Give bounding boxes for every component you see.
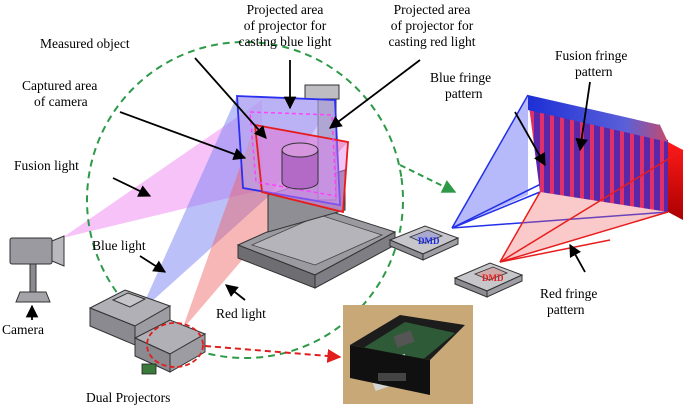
camera-icon	[9, 235, 65, 303]
red-fringe-side	[668, 142, 683, 220]
label-dual-projectors: Dual Projectors	[86, 390, 170, 405]
red-dashed-arrow	[204, 345, 342, 363]
green-dashed-arrow	[399, 164, 457, 193]
projector-highlight	[146, 322, 204, 368]
label-fusion-fringe-2: pattern	[575, 64, 613, 79]
label-fusion-light: Fusion light	[14, 158, 79, 173]
label-blue-light: Blue light	[92, 238, 146, 253]
blue-fringe-top	[528, 95, 668, 142]
label-blue-fringe-1: Blue fringe	[430, 70, 491, 85]
dmd-red-label: DMD	[482, 273, 504, 283]
label-proj-blue-2: of projector for	[244, 18, 327, 33]
label-proj-red-2: of projector for	[391, 18, 474, 33]
fusion-light-cone	[62, 100, 262, 238]
captured-area	[249, 111, 337, 197]
label-measured-object: Measured object	[40, 36, 130, 51]
label-blue-fringe-2: pattern	[445, 86, 483, 101]
label-captured-area-2: of camera	[34, 94, 88, 109]
measurement-stage	[236, 207, 397, 289]
system-boundary	[86, 41, 404, 359]
label-proj-red-1: Projected area	[394, 2, 471, 17]
label-proj-blue-3: casting blue light	[239, 34, 332, 49]
dmd-chip-icon: DMD	[388, 225, 460, 261]
projector-icon	[88, 289, 207, 375]
label-red-light: Red light	[216, 306, 266, 321]
red-fringe-frustum	[500, 192, 668, 262]
label-red-fringe-2: pattern	[547, 302, 585, 317]
dmd-chip-icon: DMD	[453, 262, 524, 298]
label-captured-area-1: Captured area	[22, 78, 97, 93]
label-red-fringe-1: Red fringe	[540, 286, 597, 301]
dmd-blue-label: DMD	[418, 236, 440, 246]
circuit-board-photo	[343, 305, 473, 404]
label-proj-blue-1: Projected area	[247, 2, 324, 17]
measured-object-icon	[281, 142, 319, 190]
label-camera: Camera	[2, 322, 44, 337]
label-proj-red-3: casting red light	[389, 34, 476, 49]
fusion-fringe-plane	[528, 98, 668, 212]
label-fusion-fringe-1: Fusion fringe	[555, 48, 627, 63]
